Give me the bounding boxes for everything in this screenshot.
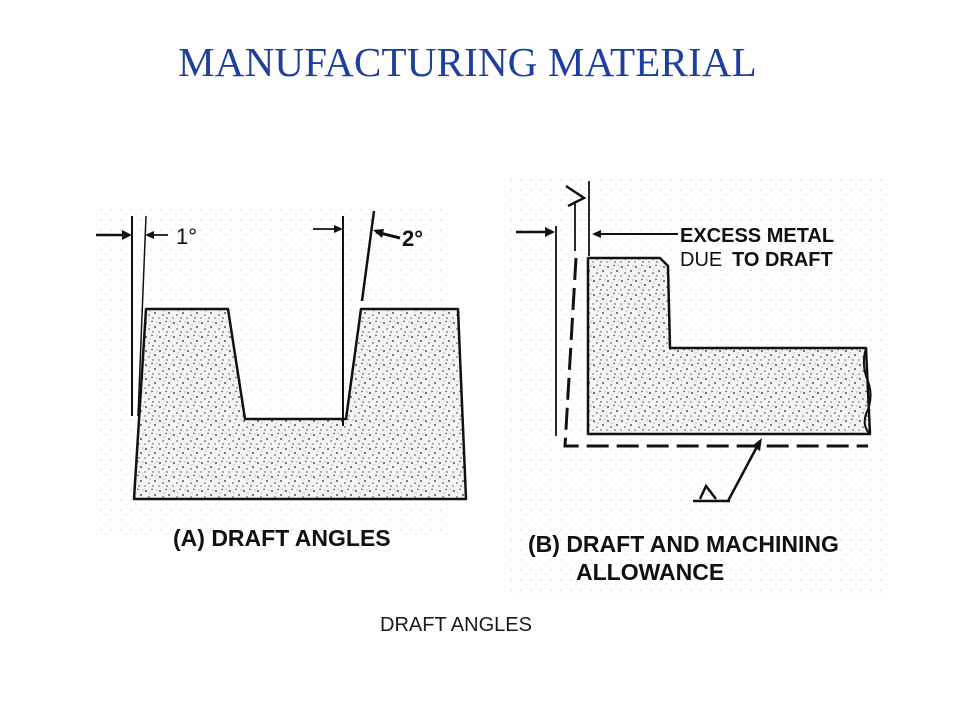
panel-b-excess-outline (563, 257, 868, 448)
slide-title: MANUFACTURING MATERIAL (178, 39, 757, 85)
angle-label-2: 2° (402, 226, 423, 251)
panel-a-draft-line-right (360, 210, 376, 302)
arrowhead-icon (122, 230, 132, 240)
note-to-draft: TO DRAFT (732, 249, 833, 271)
panel-b-leader-bottom (726, 440, 762, 502)
panel-a-label: (A) DRAFT ANGLES (173, 525, 391, 551)
note-excess-metal: EXCESS METAL (680, 225, 834, 247)
machining-symbol-icon (565, 184, 587, 208)
panel-a: 1° 2° (A) DRAFT ANGLES (96, 206, 468, 551)
panel-b: EXCESS METAL DUE TO DRAFT (B) DRAFT AND … (508, 176, 888, 596)
note-due: DUE (680, 249, 722, 271)
slide-caption: DRAFT ANGLES (380, 614, 532, 636)
draft-angles-figure: 1° 2° (A) DRAFT ANGLES (88, 166, 888, 596)
panel-b-casting (586, 256, 872, 436)
panel-b-label-line2: ALLOWANCE (576, 559, 724, 585)
machining-symbol-bottom-icon (698, 483, 717, 500)
arrowhead-icon (752, 438, 762, 451)
arrowhead-icon (592, 230, 601, 238)
arrowhead-icon (334, 225, 343, 233)
panel-a-casting (132, 307, 468, 501)
panel-b-break-edge (862, 347, 872, 435)
arrowhead-icon (545, 227, 555, 237)
arrowhead-icon (145, 231, 154, 239)
panel-b-label-line1: (B) DRAFT AND MACHINING (528, 531, 839, 557)
angle-label-1: 1° (176, 224, 197, 249)
arrowhead-icon (373, 229, 384, 238)
panel-a-draft-line-left (137, 215, 147, 417)
